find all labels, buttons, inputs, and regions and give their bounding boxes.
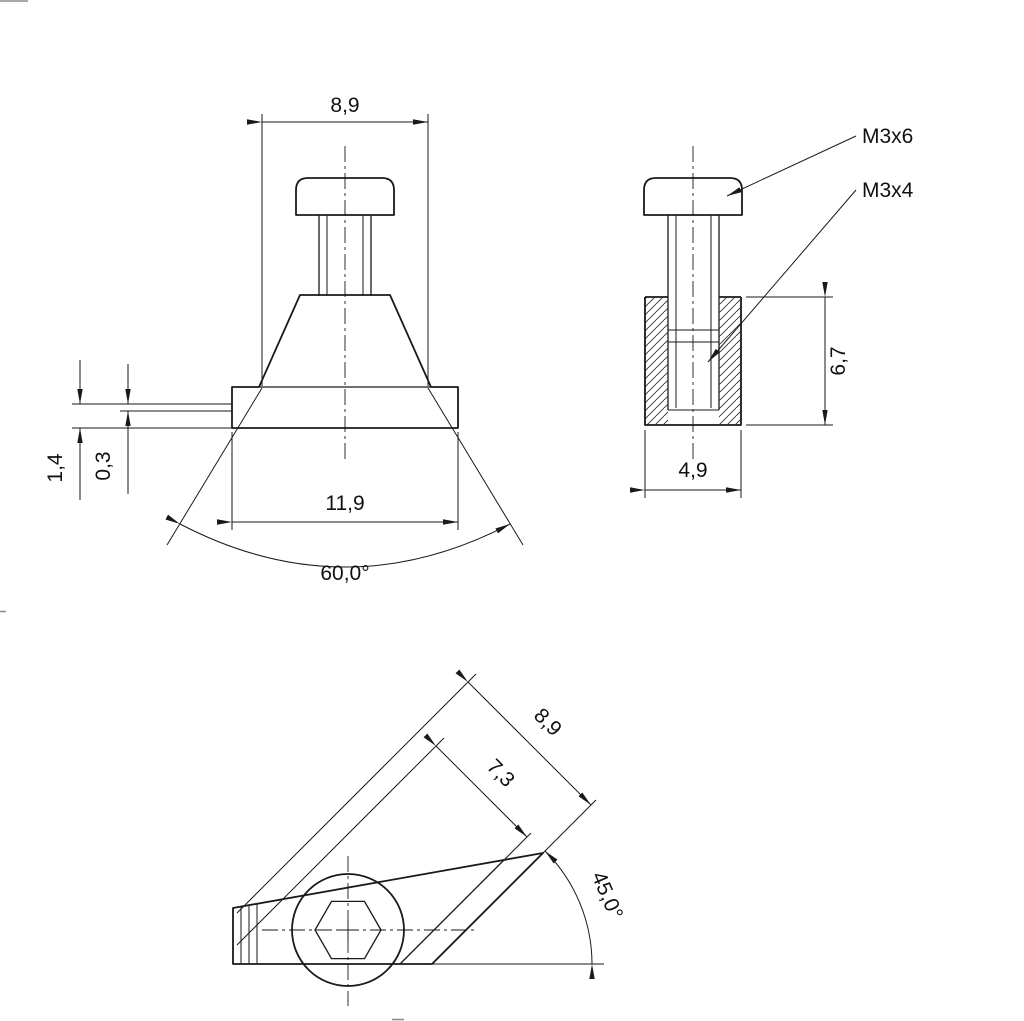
thread-label: M3x4 <box>862 179 914 202</box>
angled-view: 8,9 7,3 45,0° <box>232 669 627 1006</box>
angled-screw-head-circle <box>291 873 405 987</box>
angled-extension-lines <box>236 673 597 946</box>
front-view: 60,0° 8,9 11,9 1,4 0,3 <box>44 94 524 585</box>
section-screw-thread <box>675 215 712 408</box>
angled-outer-dim-label: 8,9 <box>529 704 566 741</box>
front-top-dim-label: 8,9 <box>330 94 359 117</box>
angled-hex-socket <box>314 900 382 960</box>
section-hatch-right <box>719 297 741 425</box>
screw-leader-line <box>726 135 857 197</box>
angled-body-outline <box>232 852 544 965</box>
front-screw-head <box>295 177 395 216</box>
frame-marks <box>0 0 404 1021</box>
section-height-dim-label: 6,7 <box>827 346 850 375</box>
front-screw-shank <box>318 215 372 296</box>
angled-chamfer-line <box>399 859 505 965</box>
front-base-dim-label: 11,9 <box>325 492 364 515</box>
angled-inner-dim-line <box>423 733 528 838</box>
angled-serrated-end-lines <box>240 904 258 964</box>
front-angle-arc <box>165 514 511 568</box>
front-angle-label: 60,0° <box>320 562 369 585</box>
section-width-dim-extension-lines <box>644 430 742 498</box>
screw-label: M3x6 <box>862 125 913 148</box>
front-lip-dim-label: 0,3 <box>92 451 115 480</box>
section-view: M3x6 M3x4 6,7 4,9 <box>630 125 914 498</box>
front-body-outline <box>231 294 459 429</box>
section-screw-head <box>643 177 743 216</box>
section-hatch-left <box>645 297 668 425</box>
section-block-outline <box>644 296 742 426</box>
front-screw-thread <box>326 215 364 296</box>
section-width-dim-label: 4,9 <box>678 459 707 482</box>
front-flange-dim-label: 1,4 <box>44 453 67 483</box>
section-inner-lines <box>668 329 719 411</box>
angled-angle-label: 45,0° <box>587 868 627 922</box>
front-top-dim-extension-lines <box>261 114 429 386</box>
angled-angle-arc <box>544 850 595 980</box>
front-step-extension-lines <box>72 403 232 429</box>
angled-outer-dim-line <box>455 669 592 806</box>
front-base-dim-extension-lines <box>231 432 459 530</box>
section-height-dim-extension-lines <box>746 296 833 426</box>
angled-center-cross <box>338 920 358 940</box>
thread-leader-line <box>707 189 857 363</box>
angled-inner-dim-label: 7,3 <box>482 755 519 792</box>
